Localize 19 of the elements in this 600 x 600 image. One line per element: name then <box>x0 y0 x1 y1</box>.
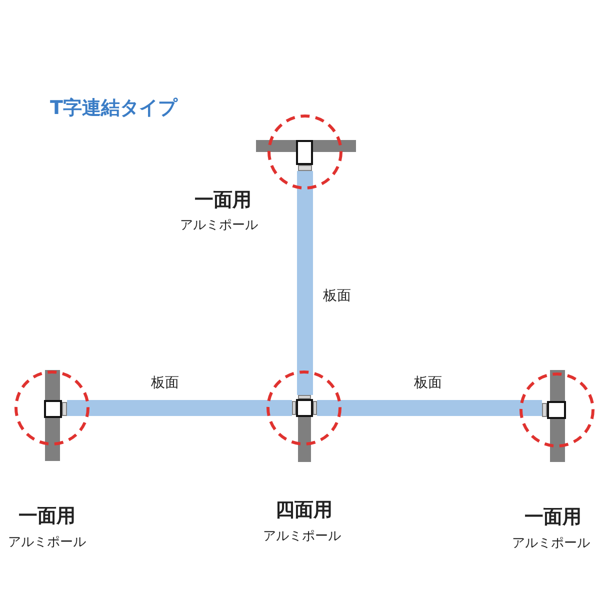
edge-label: 板面 <box>322 288 352 304</box>
panel-bar <box>90 400 266 416</box>
pole-type-heading: 一面用 <box>194 190 252 212</box>
edge-label: 板面 <box>413 375 443 392</box>
title: T字連結タイプ <box>50 98 177 120</box>
circled-pole-symbol <box>256 114 356 190</box>
circled-pole-symbol <box>266 370 342 462</box>
pole-name-text: アルミポール <box>512 537 590 552</box>
pole-type-heading: 一面用 <box>18 506 76 528</box>
circled-pole-symbol <box>14 370 90 461</box>
pole-type-heading: 一面用 <box>524 507 582 529</box>
pole-name-text: アルミポール <box>263 530 341 545</box>
edge-label: 板面 <box>150 375 180 392</box>
pole-name-text: アルミポール <box>8 536 86 551</box>
pole-name-text: アルミポール <box>180 219 258 234</box>
circled-pole-symbol <box>519 370 595 462</box>
panel-bar <box>342 400 519 416</box>
pole-type-heading: 四面用 <box>276 500 332 522</box>
panel-bar <box>297 190 313 370</box>
